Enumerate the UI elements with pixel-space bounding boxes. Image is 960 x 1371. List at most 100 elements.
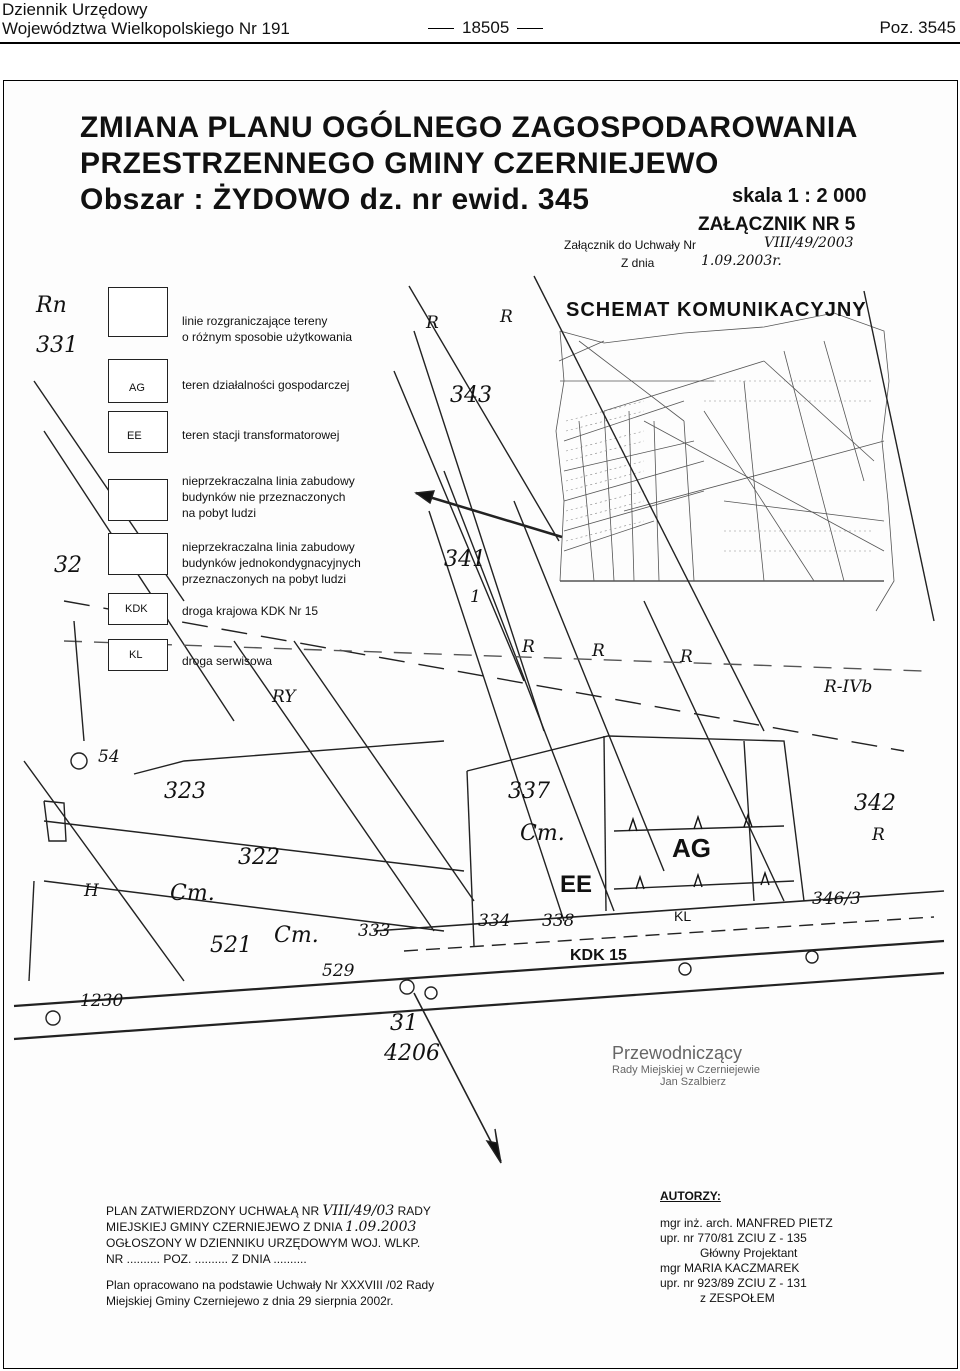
approval-line-1-text: PLAN ZATWIERDZONY UCHWAŁĄ NR [106,1204,320,1218]
approval-line-5: Plan opracowano na podstawie Uchwały Nr … [106,1278,435,1292]
resolution-value: VIII/49/2003 [764,235,854,251]
parcel-label-341: 341 [444,547,486,572]
map-title-line-1: ZMIANA PLANU OGÓLNEGO ZAGOSPODAROWANIA [80,111,858,144]
journal-name: Dziennik Urzędowy Województwa Wielkopols… [2,0,290,38]
parcel-label-521: 521 [210,933,252,958]
parcel-label-4206: 4206 [384,1041,440,1066]
parcel-label-r5: R [680,647,693,667]
parcel-label-529: 529 [322,961,355,981]
parcel-label-r1: R [426,313,439,333]
map-scale: skala 1 : 2 000 [732,185,867,207]
journal-line-1: Dziennik Urzędowy [2,0,148,19]
parcel-label-337: 337 [508,779,550,804]
legend-text-boundary: linie rozgraniczające tereny o różnym sp… [182,314,353,344]
approval-line-2: MIEJSKIEJ GMINY CZERNIEJEWO Z DNIA 1.09.… [106,1219,434,1235]
page-number: 18505 [420,18,551,38]
zone-label-ee: EE [560,871,593,898]
parcel-label-323: 323 [164,779,206,804]
parcel-label-338: 338 [542,911,575,931]
parcel-label-333: 333 [358,921,391,941]
approval-line-6: Miejskiej Gminy Czerniejewo z dnia 29 si… [106,1294,394,1308]
map-drawing [13,275,945,1164]
parcel-label-r2: R [500,307,513,327]
zone-label-kl: KL [674,908,692,924]
header-rule [0,42,960,44]
parcel-label-343: 343 [450,383,492,408]
annex-number: ZAŁĄCZNIK NR 5 [698,214,856,235]
approval-line-3: OGŁOSZONY W DZIENNIKU URZĘDOWYM WOJ. WLK… [106,1236,421,1250]
authors-block: AUTORZY: mgr inż. arch. MANFRED PIETZ up… [660,1189,833,1306]
parcel-label-32: 32 [54,553,82,578]
stamp-subtitle: Rady Miejskiej w Czerniejewie [612,1064,760,1076]
legend-item-ag: teren działalności gospodarczej [182,378,350,392]
schema-inset [555,312,895,612]
authors-heading: AUTORZY: [660,1189,721,1203]
approval-line-2-hand: 1.09.2003 [345,1219,417,1235]
author-1: mgr inż. arch. MANFRED PIETZ [660,1216,833,1230]
page-header: Dziennik Urzędowy Województwa Wielkopols… [0,0,960,44]
position-number: Poz. 3545 [879,18,956,37]
approval-line-1-end: RADY [397,1204,431,1218]
legend-box-line-residential [108,533,168,575]
zone-label-ag: AG [672,833,711,863]
author-2: mgr MARIA KACZMAREK [660,1261,800,1275]
legend-item-line-nonresidential: nieprzekraczalna linia zabudowy budynków… [182,473,355,521]
resolution-label: Załącznik do Uchwały Nr VIII/49/2003 [564,235,854,252]
legend-code-ag: AG [129,382,145,394]
legend-box-kl: KL [108,639,168,671]
authors-team: z ZESPOŁEM [700,1291,775,1305]
parcel-label-rn: Rn [36,293,67,318]
parcel-label-cm-2: Cm. [274,923,319,948]
parcel-label-31: 31 [390,1011,418,1036]
legend-item-line-residential: nieprzekraczalna linia zabudowy budynków… [182,539,361,587]
legend-text-line-nonresidential: nieprzekraczalna linia zabudowy budynków… [182,474,355,520]
parcel-label-346-3: 346/3 [812,889,861,909]
legend-box-boundary [108,287,168,337]
parcel-label-h: H [84,881,99,901]
legend-code-kdk: KDK [125,603,148,615]
legend-code-ee: EE [127,430,142,442]
parcel-label-cm-1: Cm. [170,881,215,906]
map-title-line-2: PRZESTRZENNEGO GMINY CZERNIEJEWO [80,147,719,180]
approval-block: PLAN ZATWIERDZONY UCHWAŁĄ NR VIII/49/03 … [106,1203,434,1309]
schema-dots [565,380,874,552]
legend-box-ee: EE [108,411,168,453]
parcel-label-riv: R-IVb [824,677,873,697]
author-1-role: Główny Projektant [700,1246,798,1260]
legend-box-line-nonresidential [108,479,168,521]
approval-line-4: NR .......... POZ. .......... Z DNIA ...… [106,1252,307,1266]
chairman-stamp: Przewodniczący Rady Miejskiej w Czerniej… [612,1043,760,1088]
parcel-label-322: 322 [238,845,280,870]
stamp-name: Jan Szalbierz [660,1076,727,1088]
date-label-text: Z dnia [621,256,655,270]
parcel-label-54: 54 [98,747,120,767]
parcel-label-ry: RY [272,687,296,707]
parcel-label-331: 331 [36,333,78,358]
approval-line-2-text: MIEJSKIEJ GMINY CZERNIEJEWO Z DNIA [106,1220,342,1234]
approval-line-1-hand: VIII/49/03 [322,1203,395,1219]
legend-item-ee: teren stacji transformatorowej [182,428,340,442]
legend-item-boundary: linie rozgraniczające tereny o różnym sp… [182,313,352,345]
date-value: 1.09.2003r. [701,253,782,269]
legend-text-line-residential: nieprzekraczalna linia zabudowy budynków… [182,540,361,586]
approval-line-1: PLAN ZATWIERDZONY UCHWAŁĄ NR VIII/49/03 … [106,1203,434,1219]
schema-title: SCHEMAT KOMUNIKACYJNY [566,299,867,321]
legend-code-kl: KL [129,649,143,661]
stamp-title: Przewodniczący [612,1043,743,1063]
parcel-label-r4: R [592,641,605,661]
parcel-label-342: 342 [854,791,896,816]
author-2-license: upr. nr 923/89 ZCIU Z - 131 [660,1276,807,1290]
parcel-label-r7: R [872,825,885,845]
legend-item-kl: droga serwisowa [182,654,273,668]
parcel-label-341-sub: 1 [470,587,481,607]
road-label-kdk: KDK 15 [570,947,627,964]
legend-item-kdk: droga krajowa KDK Nr 15 [182,604,319,618]
parcel-label-334: 334 [478,911,511,931]
parcel-label-1230: 1230 [80,991,124,1011]
journal-line-2: Województwa Wielkopolskiego Nr 191 [2,19,290,38]
author-1-license: upr. nr 770/81 ZCIU Z - 135 [660,1231,807,1245]
date-label: Z dnia 1.09.2003r. [621,253,782,270]
legend-box-ag: AG [108,359,168,403]
parcel-label-r3: R [522,637,535,657]
resolution-label-text: Załącznik do Uchwały Nr [564,238,697,252]
